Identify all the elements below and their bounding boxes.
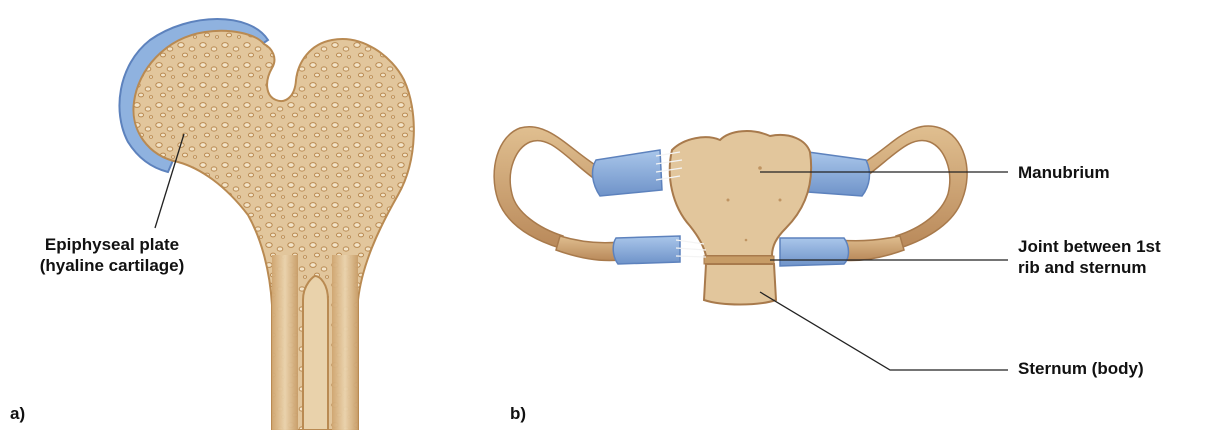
panel-b-letter: b) bbox=[510, 404, 526, 424]
shaft-wall-right bbox=[332, 255, 358, 430]
shaft-wall-left bbox=[272, 255, 298, 430]
sternum-body-label: Sternum (body) bbox=[1018, 358, 1144, 379]
manubriosternal-joint bbox=[704, 256, 774, 264]
manubrium-label: Manubrium bbox=[1018, 162, 1110, 183]
joint-label-line1: Joint between 1st bbox=[1018, 236, 1161, 257]
rib-upper-left bbox=[494, 127, 600, 248]
rib-lower-left bbox=[556, 236, 620, 261]
sternum-body-bone bbox=[704, 264, 776, 305]
panel-a-letter: a) bbox=[10, 404, 25, 424]
rib-upper-right bbox=[860, 126, 967, 248]
costal-cartilage-lower-right bbox=[780, 238, 849, 266]
epiphyseal-plate-label-line1: Epiphyseal plate bbox=[6, 234, 218, 255]
sternum-body-leader bbox=[760, 292, 1008, 370]
epiphyseal-plate-label: Epiphyseal plate (hyaline cartilage) bbox=[6, 234, 218, 276]
costal-cartilage-upper-left bbox=[593, 150, 662, 196]
sternum-illustration bbox=[494, 126, 967, 304]
medullary-cavity bbox=[303, 276, 328, 430]
costal-cartilage-upper-right bbox=[808, 152, 869, 196]
costal-cartilage-lower-left bbox=[613, 236, 680, 264]
joint-label-line2: rib and sternum bbox=[1018, 257, 1161, 278]
epiphyseal-plate-label-line2: (hyaline cartilage) bbox=[6, 255, 218, 276]
femur-illustration bbox=[119, 19, 413, 430]
rib-lower-right bbox=[840, 236, 904, 261]
joint-label: Joint between 1st rib and sternum bbox=[1018, 236, 1161, 278]
